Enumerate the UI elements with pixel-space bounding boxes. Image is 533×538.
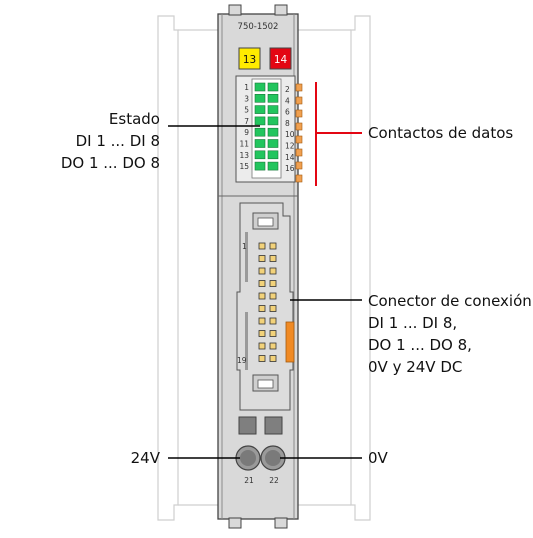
status-led [254, 161, 266, 171]
terminal-14-label: 14 [274, 54, 288, 66]
status-led [254, 139, 266, 148]
led-number-left: 13 [239, 151, 249, 160]
led-number-right: 12 [285, 142, 295, 151]
led-number-right: 14 [285, 153, 295, 162]
leader-lines [168, 125, 362, 459]
led-number-right: 2 [285, 85, 290, 94]
data-contact [295, 122, 303, 131]
status-label-line-1: Estado [108, 110, 160, 128]
connector-label-line-3: DO 1 ... DO 8, [368, 336, 472, 354]
connector-pin [258, 267, 266, 275]
terminal-13-label: 13 [243, 54, 256, 66]
led-number-right: 16 [285, 164, 295, 173]
status-led [267, 127, 279, 137]
connector-pin [258, 330, 266, 337]
connector-pin [269, 255, 277, 262]
status-label-line-3: DO 1 ... DO 8 [60, 154, 160, 172]
data-contact [295, 109, 303, 118]
status-led [254, 150, 266, 160]
connector-pin-19: 19 [237, 356, 247, 365]
connector-pin [269, 292, 277, 300]
connector-housing [236, 202, 295, 411]
led-number-right: 10 [285, 130, 295, 139]
led-number-left: 7 [244, 117, 249, 126]
terminal-21-label: 21 [244, 476, 254, 485]
led-number-left: 3 [244, 94, 249, 103]
status-led [267, 82, 279, 92]
connector-pin [269, 342, 277, 350]
status-led [267, 116, 279, 126]
terminal-22-label: 22 [269, 476, 279, 485]
led-number-left: 11 [239, 140, 249, 149]
supply-0v-label: 0V [368, 449, 388, 467]
data-contact [295, 148, 303, 157]
connector-label-line-4: 0V y 24V DC [368, 358, 463, 376]
connector-pin [258, 305, 266, 312]
data-contacts [295, 83, 303, 183]
connector-pin [258, 242, 266, 250]
supply-24v-label: 24V [130, 449, 160, 467]
connector-pin-1: 1 [242, 242, 247, 251]
status-led [267, 105, 279, 114]
terminal-21 [235, 445, 261, 471]
status-led [267, 161, 279, 171]
terminal-13: 13 [238, 47, 261, 70]
status-led [267, 94, 279, 103]
status-label-line-2: DI 1 ... DI 8 [75, 132, 160, 150]
status-led [254, 105, 266, 114]
led-numbers-right: 2 4 6 8 10 12 14 16 [285, 85, 295, 173]
connector-label-line-2: DI 1 ... DI 8, [368, 314, 458, 332]
led-number-left: 5 [244, 106, 249, 115]
led-number-left: 9 [244, 128, 249, 137]
data-contacts-label: Contactos de datos [368, 124, 514, 142]
connector-pin [269, 280, 277, 287]
status-leds [254, 82, 279, 171]
status-label: Estado DI 1 ... DI 8 DO 1 ... DO 8 [60, 108, 160, 174]
data-contact [295, 161, 303, 170]
connector-pins [258, 242, 277, 362]
connector-pin [258, 342, 266, 350]
data-contact [295, 96, 303, 105]
connector-pin [258, 355, 266, 362]
status-led [254, 82, 266, 92]
led-number-left: 15 [239, 162, 249, 171]
status-led [254, 127, 266, 137]
data-contact [295, 135, 303, 144]
terminal-14: 14 [269, 47, 292, 70]
connector-pin [258, 317, 266, 325]
connector-label: Conector de conexión DI 1 ... DI 8, DO 1… [368, 290, 532, 378]
din-rail-outline [157, 15, 371, 521]
status-led [267, 150, 279, 160]
data-contact [295, 83, 303, 92]
led-number-left: 1 [244, 83, 249, 92]
connector-pin [269, 330, 277, 337]
status-led [254, 94, 266, 103]
connector-pin [258, 255, 266, 262]
connector-pin [269, 305, 277, 312]
data-contact [295, 174, 303, 183]
connector-pin [269, 355, 277, 362]
led-number-right: 4 [285, 96, 290, 105]
part-number: 750-1502 [238, 22, 279, 32]
connector-pin [258, 280, 266, 287]
led-number-right: 8 [285, 119, 290, 128]
terminal-22 [260, 445, 286, 471]
release-buttons [238, 416, 283, 435]
status-led [254, 116, 266, 126]
connector-pin [269, 267, 277, 275]
led-number-right: 6 [285, 108, 290, 117]
connector-label-line-1: Conector de conexión [368, 292, 532, 310]
connector-pin [258, 292, 266, 300]
status-led [267, 139, 279, 148]
connector-pin [269, 242, 277, 250]
connector-pin [269, 317, 277, 325]
